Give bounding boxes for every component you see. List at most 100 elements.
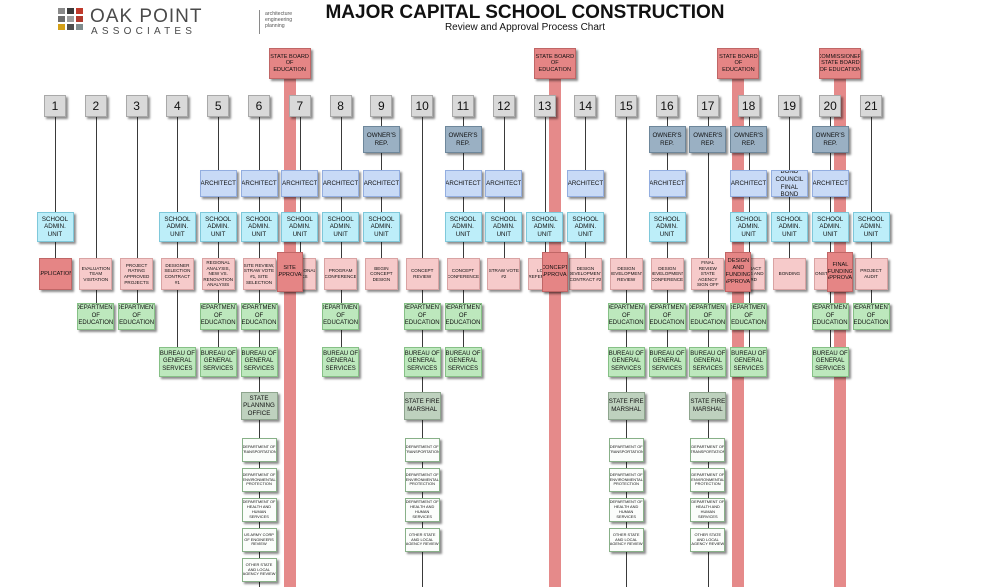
owners-rep-box: OWNER'S REP. [362, 126, 400, 153]
process-step-box: BONDING [772, 258, 806, 290]
bureau-general-services-box: BUREAU OF GENERAL SERVICES [199, 347, 237, 377]
logo-tagline-line: planning [265, 23, 285, 29]
architect-box: ARCHITECT [485, 170, 523, 197]
school-admin-box: SCHOOL ADMIN. UNIT [158, 212, 196, 242]
architect-box: ARCHITECT [199, 170, 237, 197]
process-step-box: SITE REVIEW, STRAW VOTE #1, SITE SELECTI… [242, 258, 276, 290]
architect-box: ARCHITECT [811, 170, 849, 197]
process-step-box: PROJECT AUDIT [854, 258, 888, 290]
bureau-general-services-box: BUREAU OF GENERAL SERVICES [240, 347, 278, 377]
logo-square [76, 24, 83, 30]
process-step-box: REGIONAL ANALYSIS, NEW VS. RENOVATION AN… [201, 258, 235, 290]
approval-bar [548, 78, 561, 587]
logo-tagline-line: architecture [265, 11, 293, 17]
chart-title: MAJOR CAPITAL SCHOOL CONSTRUCTION [325, 2, 725, 23]
dept-education-box: DEPARTMENT OF EDUCATION [607, 303, 645, 330]
process-step-box: APPLICATION [38, 258, 72, 290]
step-number: 18 [737, 95, 760, 117]
school-admin-box: SCHOOL ADMIN. UNIT [648, 212, 686, 242]
step-number: 6 [248, 95, 270, 117]
connector-line [95, 117, 97, 330]
process-step-box: DESIGN DEVELOPMENT REVIEW [609, 258, 643, 290]
connector-line [789, 117, 791, 290]
dept-education-box: DEPARTMENT OF EDUCATION [730, 303, 768, 330]
logo-square [58, 24, 65, 30]
connector-line [544, 117, 546, 290]
step-number: 7 [288, 95, 311, 117]
agency-review-box: DEPARTMENT OF HEALTH AND HUMAN SERVICES [690, 498, 726, 522]
step-number: 10 [411, 95, 434, 117]
process-step-box: FINAL REVIEW STATE AGENCY SIGN OFF [691, 258, 725, 290]
agency-review-box: DEPARTMENT OF TRANSPORTATION [690, 438, 726, 462]
agency-review-box: DEPARTMENT OF ENVIRONMENTAL PROTECTION [241, 468, 277, 492]
school-admin-box: SCHOOL ADMIN. UNIT [770, 212, 808, 242]
approval-box: CONCEPT APPROVAL [541, 252, 568, 292]
bureau-general-services-box: BUREAU OF GENERAL SERVICES [403, 347, 441, 377]
approval-bar [732, 78, 745, 587]
chart-subtitle: Review and Approval Process Chart [444, 22, 606, 33]
dept-education-box: DEPARTMENT OF EDUCATION [118, 303, 156, 330]
board-box: STATE BOARD OF EDUCATION [268, 48, 311, 79]
dept-education-box: DEPARTMENT OF EDUCATION [240, 303, 278, 330]
connector-line [748, 117, 750, 377]
step-number: 15 [615, 95, 638, 117]
step-number: 14 [574, 95, 597, 117]
state-office-box: STATE FIRE MARSHAL [689, 392, 727, 420]
connector-line [463, 117, 464, 377]
step-number: 11 [452, 95, 474, 117]
architect-box: ARCHITECT [648, 170, 686, 197]
architect-box: BOND COUNCIL FINAL BOND [770, 170, 808, 197]
logo-square [67, 8, 74, 14]
process-step-box: CONCEPT REVIEW [405, 258, 439, 290]
agency-review-box: DEPARTMENT OF ENVIRONMENTAL PROTECTION [690, 468, 726, 492]
logo-square [58, 16, 65, 22]
owners-rep-box: OWNER'S REP. [730, 126, 768, 153]
school-admin-box: SCHOOL ADMIN. UNIT [362, 212, 400, 242]
connector-line [177, 117, 179, 377]
logo-tagline-line: engineering [265, 17, 293, 23]
connector-line [340, 117, 342, 377]
dept-education-box: DEPARTMENT OF EDUCATION [648, 303, 686, 330]
owners-rep-box: OWNER'S REP. [689, 126, 727, 153]
step-number: 8 [329, 95, 352, 117]
approval-box: FINAL FUNDING APPROVAL [827, 252, 854, 292]
agency-review-box: DEPARTMENT OF HEALTH AND HUMAN SERVICES [404, 498, 440, 522]
architect-box: ARCHITECT [444, 170, 482, 197]
logo-squares-icon [58, 8, 84, 30]
school-admin-box: SCHOOL ADMIN. UNIT [322, 212, 360, 242]
process-step-box: STRAW VOTE #2 [487, 258, 521, 290]
school-admin-box: SCHOOL ADMIN. UNIT [240, 212, 278, 242]
logo-name: OAK POINT [90, 6, 203, 27]
step-number: 12 [492, 95, 515, 117]
connector-line [55, 117, 56, 290]
step-number: 2 [84, 95, 107, 117]
process-step-box: DESIGNER SELECTION CONTRACT #1 [160, 258, 194, 290]
dept-education-box: DEPARTMENT OF EDUCATION [322, 303, 360, 330]
logo-tagline: architecture engineering planning [265, 11, 292, 29]
step-number: 19 [778, 95, 801, 117]
step-number: 3 [125, 95, 148, 117]
agency-review-box: OTHER STATE AND LOCAL AGENCY REVIEW [241, 558, 277, 582]
connector-line [585, 117, 587, 290]
agency-review-box: DEPARTMENT OF TRANSPORTATION [241, 438, 277, 462]
school-admin-box: SCHOOL ADMIN. UNIT [199, 212, 237, 242]
step-number: 5 [207, 95, 230, 117]
owners-rep-box: OWNER'S REP. [648, 126, 686, 153]
connector-line [830, 117, 832, 377]
state-office-box: STATE FIRE MARSHAL [607, 392, 645, 420]
step-number: 1 [44, 95, 66, 117]
step-number: 21 [860, 95, 882, 117]
bureau-general-services-box: BUREAU OF GENERAL SERVICES [607, 347, 645, 377]
agency-review-box: DEPARTMENT OF TRANSPORTATION [608, 438, 644, 462]
step-number: 17 [696, 95, 719, 117]
school-admin-box: SCHOOL ADMIN. UNIT [811, 212, 849, 242]
owners-rep-box: OWNER'S REP. [811, 126, 849, 153]
bureau-general-services-box: BUREAU OF GENERAL SERVICES [689, 347, 727, 377]
dept-education-box: DEPARTMENT OF EDUCATION [852, 303, 890, 330]
school-admin-box: SCHOOL ADMIN. UNIT [526, 212, 564, 242]
school-admin-box: SCHOOL ADMIN. UNIT [444, 212, 482, 242]
school-admin-box: SCHOOL ADMIN. UNIT [281, 212, 319, 242]
architect-box: ARCHITECT [362, 170, 400, 197]
logo-square [58, 8, 65, 14]
